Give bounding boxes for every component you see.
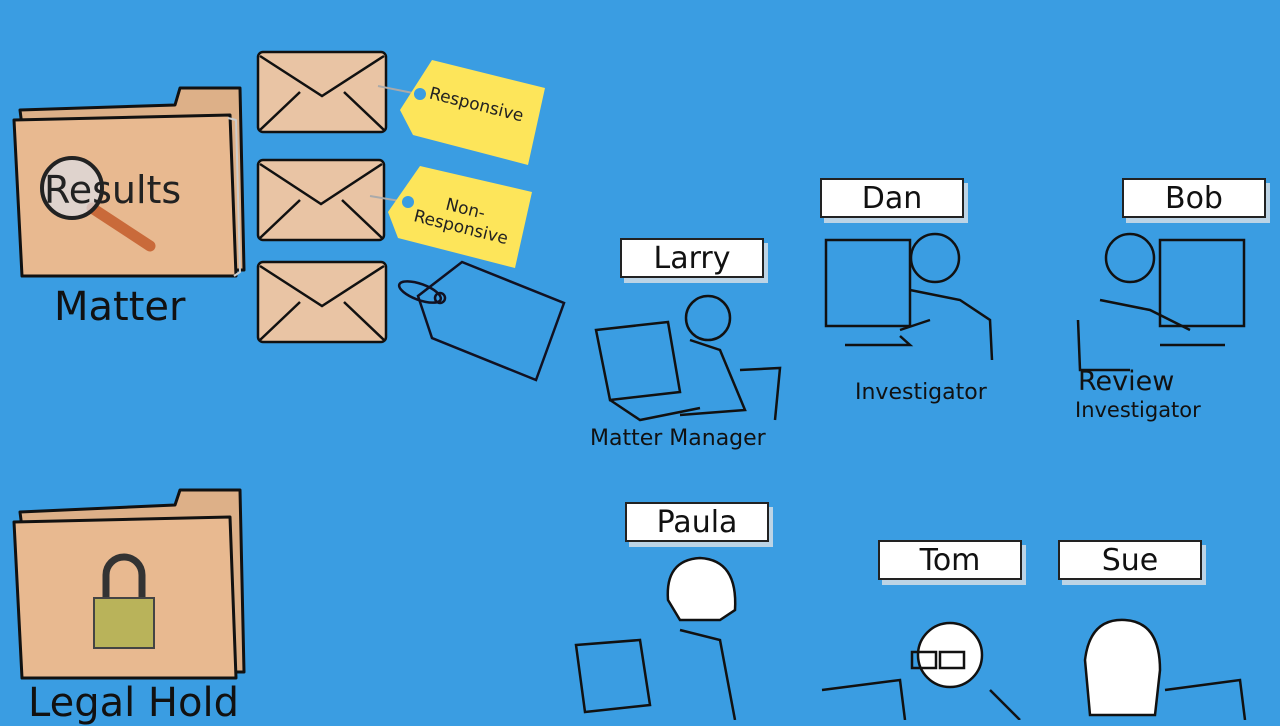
magnifier-icon (40, 156, 156, 252)
person-tom-computer (821, 621, 1021, 720)
envelope-icon (256, 50, 388, 134)
matter-folder[interactable] (12, 86, 246, 278)
person-bob-computer (1076, 232, 1246, 372)
person-sue-computer (1083, 618, 1247, 720)
name-card-tom: Tom (878, 540, 1022, 580)
results-label: Results (44, 168, 182, 212)
matter-caption: Matter (54, 284, 186, 330)
envelope-icon (256, 158, 386, 242)
person-dan-computer (824, 232, 994, 361)
padlock-icon (93, 553, 155, 649)
legal-hold-caption: Legal Hold (28, 680, 239, 726)
person-paula-laptop (574, 556, 737, 720)
tag-blank[interactable] (397, 260, 566, 382)
tag-responsive[interactable] (377, 60, 545, 165)
tag-non-responsive[interactable] (369, 166, 532, 268)
role-bob-line2: Investigator (1075, 398, 1201, 422)
role-larry: Matter Manager (590, 426, 766, 451)
name-card-paula: Paula (625, 502, 769, 542)
name-card-larry: Larry (620, 238, 764, 278)
legal-hold-folder[interactable] (12, 488, 246, 680)
name-card-dan: Dan (820, 178, 964, 218)
role-dan: Investigator (855, 380, 987, 405)
person-larry-laptop (594, 294, 782, 422)
name-card-sue: Sue (1058, 540, 1202, 580)
role-bob-line1: Review (1078, 366, 1175, 397)
name-card-bob: Bob (1122, 178, 1266, 218)
envelope-icon (256, 260, 388, 344)
